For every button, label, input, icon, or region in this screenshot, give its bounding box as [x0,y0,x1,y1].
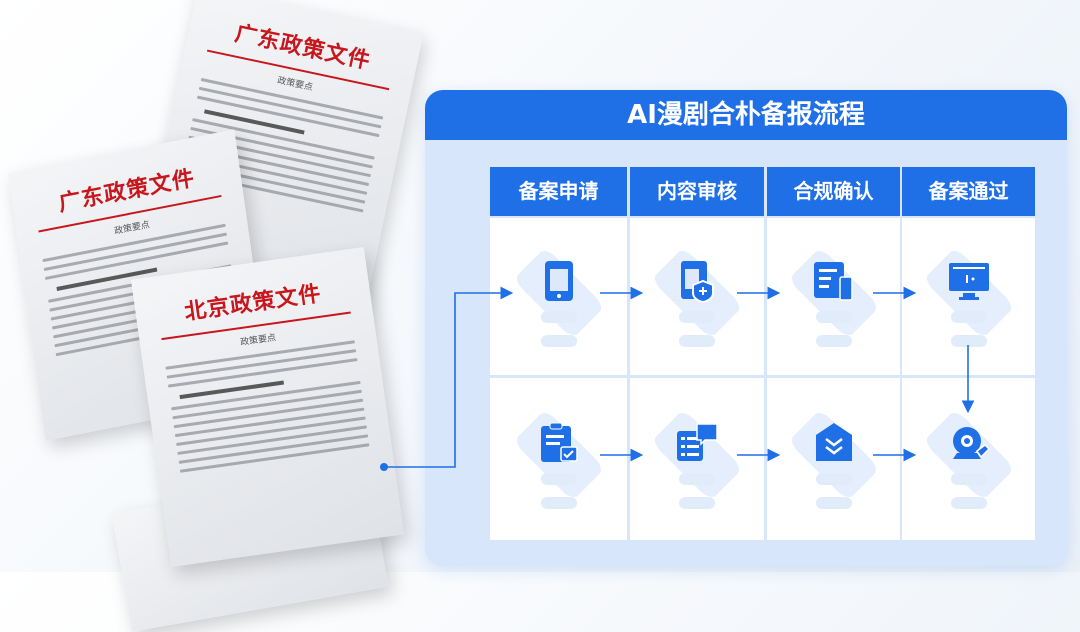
placeholder-pill [679,311,715,323]
chat-list-icon [677,423,718,461]
inbox-download-icon [815,423,852,461]
step-header: 备案通过 [902,167,1035,216]
webcam-icon [952,427,990,459]
placeholder-pill [950,311,987,323]
step-header: 内容审核 [630,167,764,216]
tablet-document-icon [544,261,573,301]
placeholder-pill [815,335,852,347]
placeholder-pill [815,497,852,509]
placeholder-pill [950,497,987,509]
document-shield-icon [681,261,714,303]
placeholder-pill [540,311,577,323]
placeholder-pill [679,473,715,485]
document-title: 北京政策文件 [182,281,324,326]
placeholder-pill [540,497,577,509]
step-header: 合规确认 [767,167,900,216]
placeholder-pill [815,311,852,323]
placeholder-pill [679,335,715,347]
placeholder-pill [540,335,577,347]
placeholder-pill [950,473,987,485]
monitor-icon [948,263,989,300]
flow-title: AI漫剧合朴备报流程 [425,90,1067,140]
policy-document: 北京政策文件 政策要点 [130,247,405,567]
placeholder-pill [679,497,715,509]
placeholder-pill [815,473,852,485]
clipboard-check-icon [540,422,578,462]
placeholder-pill [540,473,577,485]
form-phone-icon [813,262,853,301]
placeholder-pill [950,335,987,347]
step-header: 备案申请 [490,167,627,216]
